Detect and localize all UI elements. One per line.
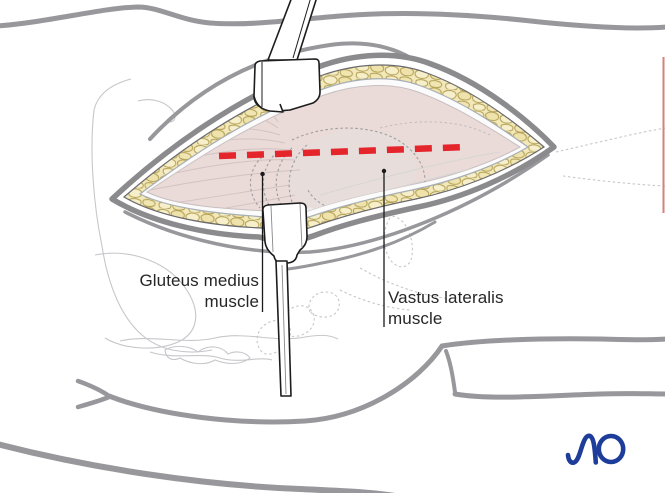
label-vastus-lateralis: Vastus lateralis muscle <box>388 287 504 329</box>
fat-layer <box>124 65 544 232</box>
ao-logo <box>565 433 626 465</box>
label-gluteus-medius: Gluteus medius muscle <box>139 270 259 312</box>
ao-logo-glyphs <box>565 433 626 465</box>
retractor-bottom <box>262 202 308 397</box>
retractor-bottom-detail <box>270 203 303 395</box>
label-vastus-line2: muscle <box>388 309 443 328</box>
thigh-contour-upper-right <box>439 336 665 349</box>
label-gluteus-line2: muscle <box>204 292 259 311</box>
page-edge-marker <box>662 57 665 213</box>
retractor-bottom-shaft <box>275 260 292 397</box>
retractor-top-blade-flap <box>253 95 284 113</box>
label-gluteus-line1: Gluteus medius <box>139 271 259 290</box>
retractor-top <box>253 0 321 113</box>
incision-dashed-line <box>218 143 469 160</box>
label-pointers <box>260 168 387 327</box>
retractor-bottom-blade <box>262 202 308 264</box>
it-band-branch <box>444 349 457 394</box>
surgical-wound <box>109 52 557 244</box>
body-contours <box>0 4 665 493</box>
skin-fold-below-wound <box>286 220 437 271</box>
retractor-top-detail <box>261 0 311 107</box>
trochanter-notch-upper <box>75 378 112 399</box>
retractor-top-shaft <box>267 0 317 61</box>
label-vastus-line1: Vastus lateralis <box>388 288 504 307</box>
iliac-crest-contour <box>0 4 665 31</box>
thigh-contour-lower-right <box>452 391 665 400</box>
gluteal-fold-contour <box>0 441 396 493</box>
trochanter-notch-lower <box>75 394 112 410</box>
faint-bone-sketch <box>91 78 665 365</box>
ao-logo-a <box>565 433 599 465</box>
skin-line-below-wound <box>123 153 550 255</box>
ao-logo-o <box>596 433 626 465</box>
thigh-contour-main <box>106 343 445 425</box>
